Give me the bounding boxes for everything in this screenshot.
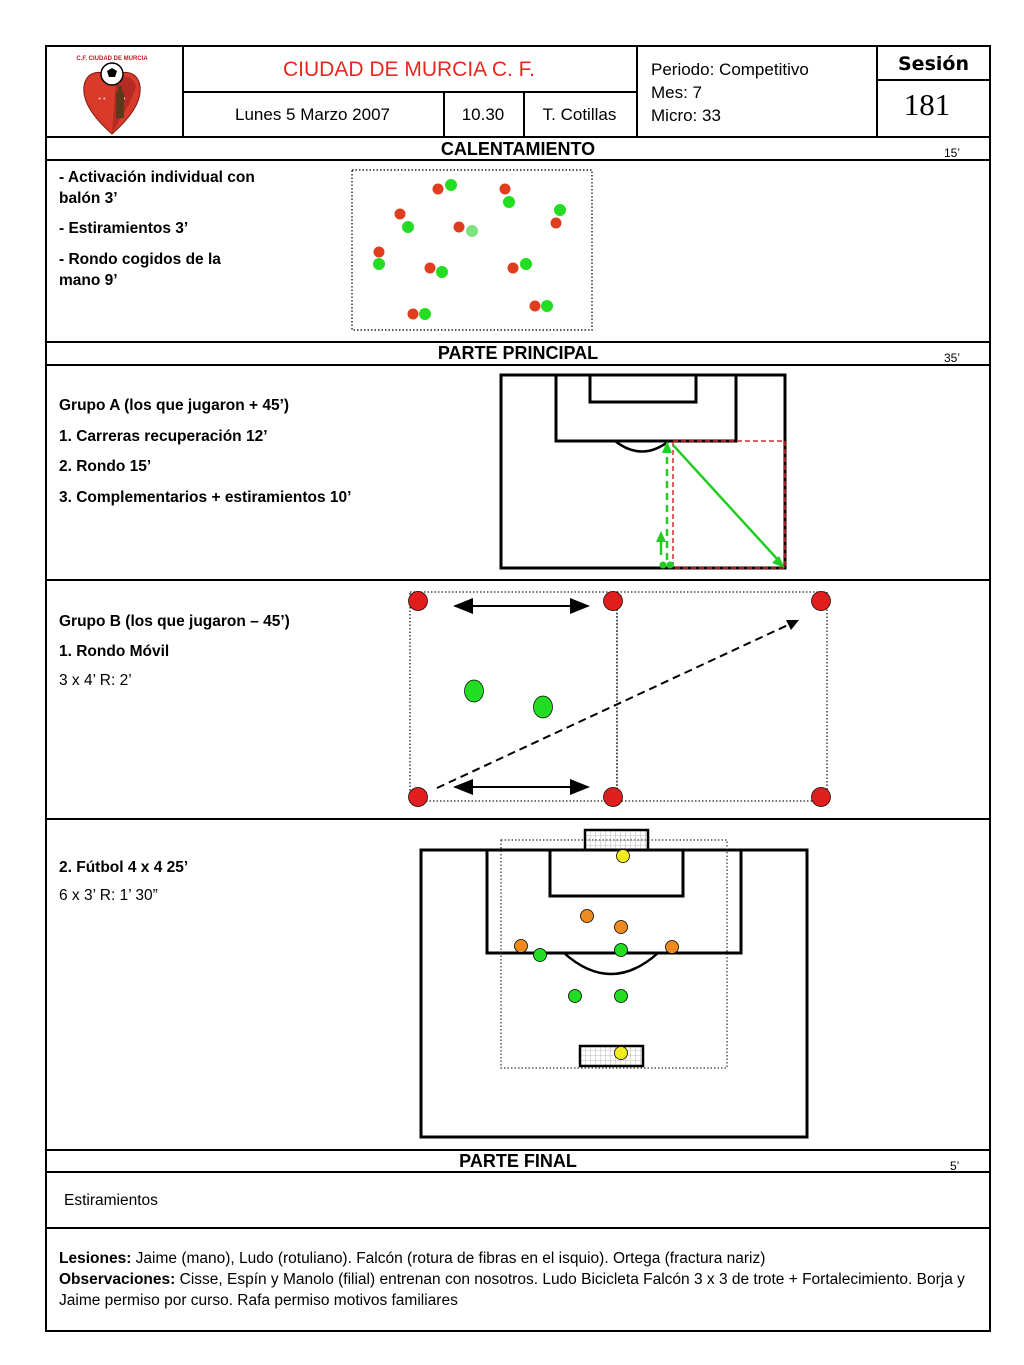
principal-title: PARTE PRINCIPAL [437,343,599,363]
futbol-title: 2. Fútbol 4 x 4 25’ [59,859,189,876]
calentamiento-item: mano 9’ [59,272,118,289]
section-divider [45,1227,991,1229]
header-bottom-line [45,136,991,138]
lesiones-text: Jaime (mano), Ludo (rotuliano). Falcón (… [131,1250,766,1267]
header-divider [636,45,638,137]
session-time: 10.30 [461,105,505,124]
observaciones-label: Observaciones: [59,1271,176,1288]
section-divider [45,818,991,820]
header-divider [182,91,636,93]
lesiones-label: Lesiones: [59,1250,132,1267]
session-number: 181 [903,87,951,122]
grupo-a-item: 2. Rondo 15’ [59,458,152,475]
header-divider [443,91,445,137]
session-label: Sesión [898,53,969,75]
grupo-a-item: 3. Complementarios + estiramientos 10’ [59,489,352,506]
final-text: Estiramientos [64,1192,158,1209]
calentamiento-item: - Rondo cogidos de la [59,251,221,268]
calentamiento-title: CALENTAMIENTO [440,139,596,159]
final-title: PARTE FINAL [459,1151,577,1171]
club-logo-text: C.F. CIUDAD DE MURCIA [76,56,148,62]
section-divider [45,579,991,581]
section-divider [45,341,991,343]
coach-name: T. Cotillas [542,105,617,124]
club-logo: C.F. CIUDAD DE MURCIA ✦ ✦ ✦ ✦ [76,56,148,135]
mes-label: Mes: 7 [651,83,703,102]
grupo-b-title: Grupo B (los que jugaron – 45’) [59,613,290,630]
futbol-detail: 6 x 3’ R: 1’ 30” [59,887,158,904]
grupo-b-detail: 3 x 4’ R: 2’ [59,672,132,689]
section-divider [45,1171,991,1173]
notes-block: Lesiones: Jaime (mano), Ludo (rotuliano)… [59,1248,979,1311]
principal-duration: 35’ [944,351,961,365]
observaciones-text: Cisse, Espín y Manolo (filial) entrenan … [59,1271,965,1309]
futbol-4x4-diagram [419,828,809,1139]
header-divider [876,45,878,137]
final-duration: 5’ [950,1159,960,1173]
session-sheet-frame [45,45,991,1332]
session-date: Lunes 5 Marzo 2007 [235,105,390,124]
section-divider [45,364,991,366]
grupo-b-item: 1. Rondo Móvil [59,643,170,660]
calentamiento-duration: 15’ [944,146,961,160]
section-divider [45,1149,991,1151]
club-title: CIUDAD DE MURCIA C. F. [282,58,536,81]
warmup-diagram [351,169,593,331]
grupo-a-title: Grupo A (los que jugaron + 45’) [59,397,290,414]
periodo-label: Periodo: Competitivo [651,60,809,79]
grupo-a-item: 1. Carreras recuperación 12’ [59,428,268,445]
micro-label: Micro: 33 [651,106,721,125]
grupo-a-diagram [499,373,787,570]
calentamiento-item: balón 3’ [59,190,118,207]
header-divider [523,91,525,137]
calentamiento-item: - Estiramientos 3’ [59,220,189,237]
svg-text:✦ ✦: ✦ ✦ [98,96,106,101]
calentamiento-item: - Activación individual con [59,169,255,186]
section-divider [45,159,991,161]
rondo-movil-diagram [408,591,831,807]
header-divider [876,79,991,81]
